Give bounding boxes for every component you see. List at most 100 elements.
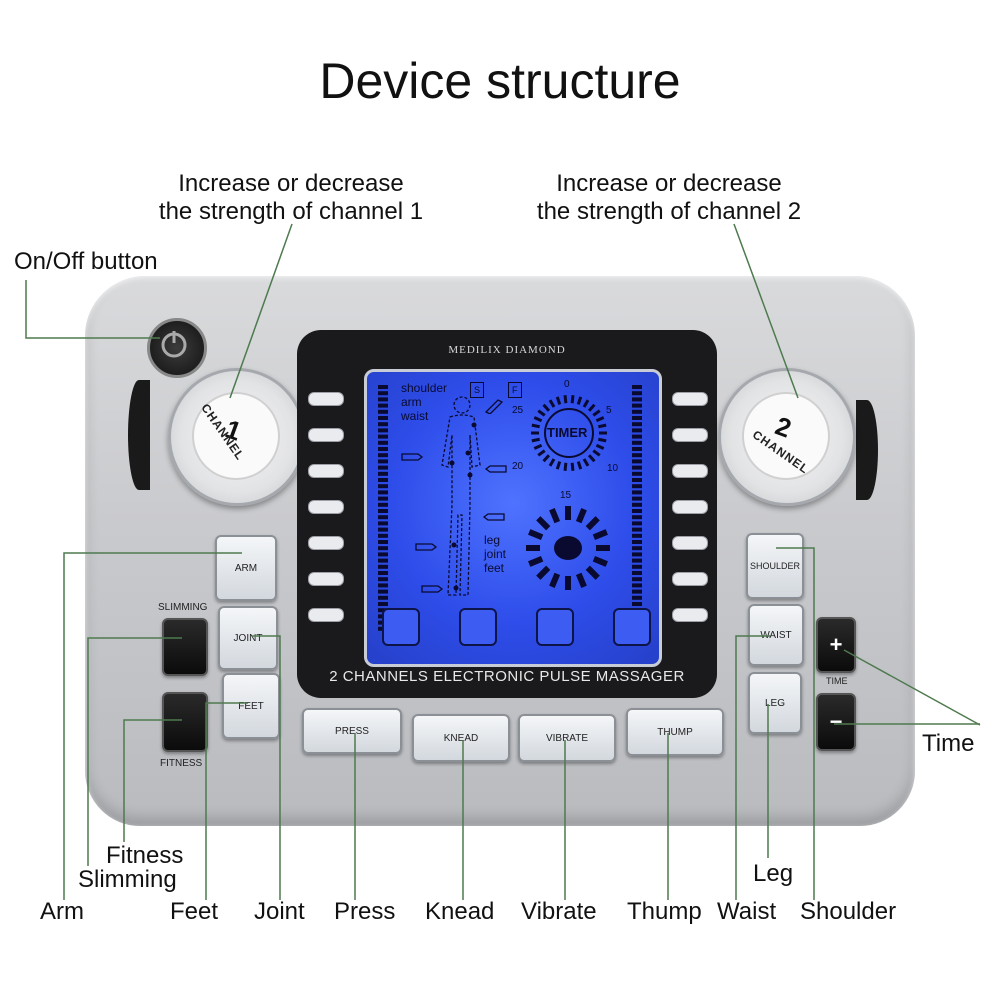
ring-segment bbox=[592, 449, 601, 457]
waist-callout: Waist bbox=[717, 898, 777, 925]
ring-segment bbox=[533, 416, 543, 423]
level-segment bbox=[378, 527, 388, 532]
indicator-slot bbox=[308, 464, 344, 478]
press-mode-icon bbox=[382, 608, 420, 646]
arm-button[interactable]: ARM bbox=[215, 535, 277, 601]
timer-tick-5: 5 bbox=[606, 405, 612, 416]
level-segment bbox=[632, 385, 642, 389]
level-segment bbox=[632, 422, 642, 427]
level-segment bbox=[378, 409, 388, 414]
level-segment bbox=[632, 509, 642, 513]
level-segment bbox=[378, 546, 388, 551]
left-grip bbox=[128, 380, 150, 490]
level-segment bbox=[632, 409, 642, 414]
level-segment bbox=[378, 521, 388, 526]
ring-segment bbox=[585, 516, 600, 531]
level-segment bbox=[632, 496, 642, 501]
waist-button[interactable]: WAIST bbox=[748, 604, 804, 666]
ring-segment bbox=[587, 403, 596, 412]
left-indicator-slots bbox=[308, 392, 344, 622]
indicator-slot bbox=[672, 428, 708, 442]
leg-button[interactable]: LEG bbox=[748, 672, 802, 734]
fitness-button[interactable] bbox=[162, 692, 208, 752]
ring-segment bbox=[576, 396, 583, 405]
level-segment bbox=[378, 416, 388, 420]
timer-dial bbox=[531, 395, 607, 471]
ring-segment bbox=[575, 508, 587, 524]
level-segment bbox=[378, 552, 388, 557]
feet-button[interactable]: FEET bbox=[222, 673, 280, 739]
level-segment bbox=[632, 502, 642, 507]
thump-callout: Thump bbox=[627, 898, 702, 925]
level-segment bbox=[632, 571, 642, 575]
slimming-callout: Slimming bbox=[78, 866, 177, 893]
indicator-slot bbox=[672, 572, 708, 586]
timer-label: TIMER bbox=[547, 425, 588, 440]
indicator-slot bbox=[308, 392, 344, 406]
ring-segment bbox=[576, 461, 583, 470]
ring-segment bbox=[592, 555, 608, 567]
ring-segment bbox=[570, 395, 575, 404]
knead-button[interactable]: KNEAD bbox=[412, 714, 510, 762]
timer-tick-20: 20 bbox=[512, 461, 524, 472]
ring-segment bbox=[585, 565, 600, 580]
indicator-slot bbox=[672, 536, 708, 550]
level-segment bbox=[378, 397, 388, 402]
level-segment bbox=[632, 546, 642, 551]
level-segment bbox=[378, 403, 388, 408]
level-segment bbox=[378, 453, 388, 458]
level-segment bbox=[632, 595, 642, 600]
level-segment bbox=[378, 583, 388, 588]
vibrate-callout: Vibrate bbox=[521, 898, 597, 925]
shoulder-callout: Shoulder bbox=[800, 898, 897, 925]
shoulder-button[interactable]: SHOULDER bbox=[746, 533, 804, 599]
ring-segment bbox=[542, 454, 551, 463]
lcd-mode-icons bbox=[382, 608, 651, 646]
level-segment bbox=[378, 577, 388, 582]
slimming-button[interactable] bbox=[162, 618, 208, 676]
time-minus-button[interactable]: − bbox=[816, 693, 856, 751]
level-segment bbox=[378, 533, 388, 538]
press-button[interactable]: PRESS bbox=[302, 708, 402, 754]
level-segment bbox=[378, 502, 388, 507]
power-button[interactable] bbox=[147, 318, 207, 378]
vibrate-button[interactable]: VIBRATE bbox=[518, 714, 616, 762]
level-segment bbox=[378, 589, 388, 594]
fitness-callout: Fitness bbox=[106, 842, 184, 869]
level-segment bbox=[378, 564, 388, 569]
time-plus-button[interactable]: + bbox=[816, 617, 856, 673]
timer-tick-25: 25 bbox=[512, 405, 524, 416]
thump-mode-icon bbox=[613, 608, 651, 646]
level-segment bbox=[378, 558, 388, 563]
level-segment bbox=[632, 428, 642, 433]
right-indicator-slots bbox=[672, 392, 708, 622]
intensity-ring bbox=[526, 506, 610, 590]
level-segment bbox=[378, 459, 388, 464]
joint-button[interactable]: JOINT bbox=[218, 606, 278, 670]
joint-callout: Joint bbox=[254, 898, 305, 925]
ring-segment bbox=[537, 449, 546, 457]
level-segment bbox=[632, 552, 642, 557]
page-title: Device structure bbox=[319, 53, 681, 109]
lcd-label-shoulder: shoulder bbox=[401, 381, 448, 395]
level-segment bbox=[632, 521, 642, 526]
level-segment bbox=[632, 577, 642, 582]
timer-tick-10: 10 bbox=[607, 463, 619, 474]
indicator-slot bbox=[308, 572, 344, 586]
level-segment bbox=[632, 583, 642, 588]
hand-pointer-icon bbox=[482, 513, 505, 521]
level-segment bbox=[378, 571, 388, 575]
indicator-slot bbox=[672, 464, 708, 478]
level-segment bbox=[378, 478, 388, 482]
ring-segment bbox=[563, 395, 568, 404]
ring-segment bbox=[555, 396, 562, 405]
channel2-callout: Increase or decrease the strength of cha… bbox=[536, 170, 802, 225]
vibrate-mode-icon bbox=[536, 608, 574, 646]
thump-button[interactable]: THUMP bbox=[626, 708, 724, 756]
ring-segment bbox=[549, 572, 561, 588]
ring-segment bbox=[582, 399, 590, 408]
level-segment bbox=[378, 515, 388, 520]
ring-segment bbox=[533, 443, 543, 450]
ring-segment bbox=[582, 458, 590, 467]
level-segment bbox=[632, 459, 642, 464]
